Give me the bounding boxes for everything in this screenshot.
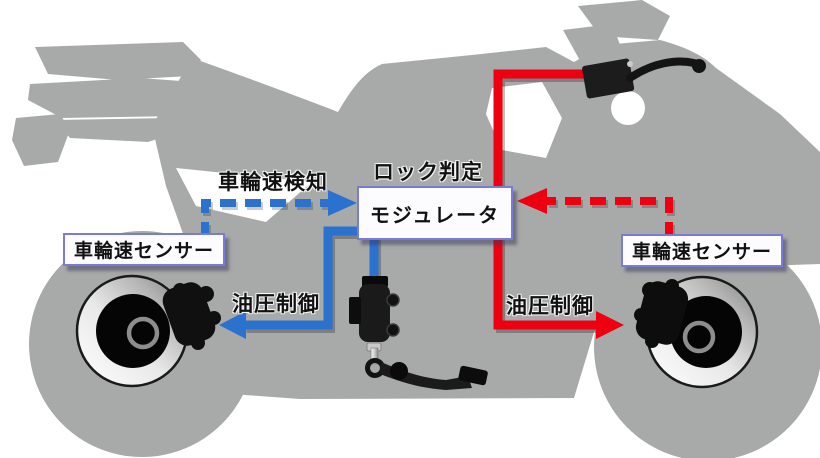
rear-brake-disc-icon — [75, 274, 189, 388]
hydraulic-control-front-label: 油圧制御 — [506, 295, 594, 318]
front-wheel-speed-sensor-label: 車輪速センサー — [631, 242, 772, 263]
rear-brake-caliper-icon — [162, 282, 221, 350]
modulator-box: モジュレータ — [357, 186, 513, 240]
rear-wheel-speed-sensor-label: 車輪速センサー — [73, 241, 214, 262]
handlebar-gap-cutout — [486, 82, 562, 158]
front-wheel-speed-sensor-box: 車輪速センサー — [621, 234, 783, 267]
modulator-box-label: モジュレータ — [369, 204, 501, 227]
front-brake-caliper-icon — [634, 279, 689, 348]
silhouette-cutouts — [176, 82, 645, 222]
rear-exhaust-shape — [12, 114, 70, 166]
front-speed-signal-line — [547, 197, 673, 238]
tail-cowl-shape — [55, 118, 178, 142]
front-brake-lever-icon — [582, 57, 706, 99]
tail-cowl-shape — [35, 42, 201, 80]
brake-pedal-icon — [365, 358, 488, 390]
rear-hydraulic-arrowhead — [219, 311, 246, 339]
front-speed-signal-arrowhead — [517, 188, 547, 214]
rear-speed-signal-arrowhead — [328, 190, 357, 216]
tail-cowl-shape — [28, 78, 207, 118]
wheel-speed-detection-label: 車輪速検知 — [218, 171, 328, 194]
signal-lines — [201, 188, 675, 241]
rear-hydraulic-line — [244, 226, 379, 330]
rear-master-cylinder-icon — [349, 276, 400, 365]
front-hydraulic-arrowhead — [596, 311, 624, 339]
rear-wheel-speed-sensor-box: 車輪速センサー — [63, 233, 225, 266]
hydraulic-control-rear-label: 油圧制御 — [232, 293, 320, 316]
seat-gap-cutout — [176, 168, 312, 222]
fairing-gap-cutout — [611, 91, 645, 125]
rear-speed-signal-line — [201, 199, 328, 238]
lock-judgment-label: ロック判定 — [373, 161, 483, 184]
